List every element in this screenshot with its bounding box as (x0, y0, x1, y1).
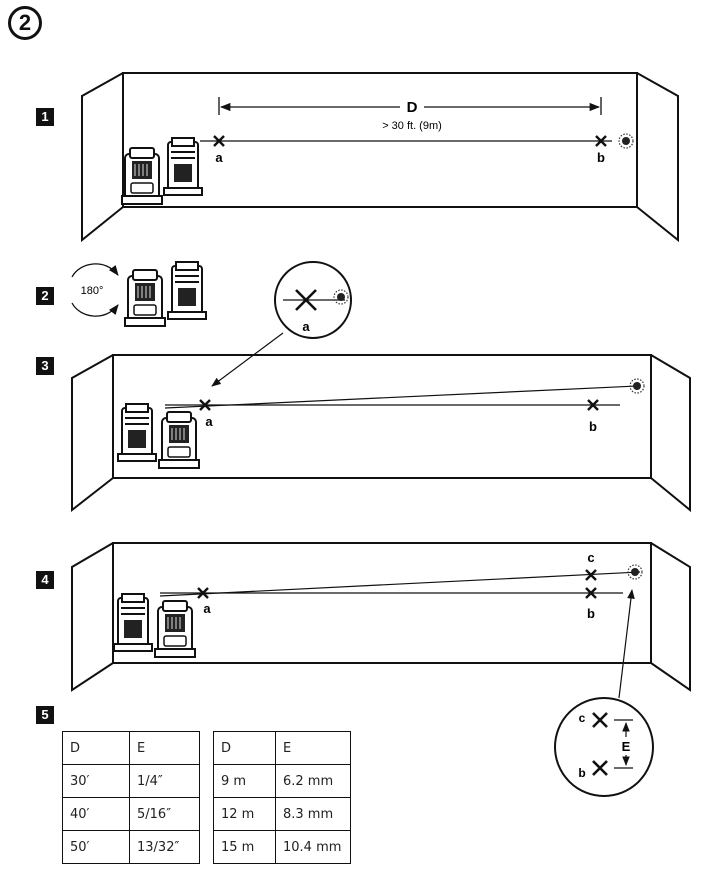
table-cell: 6.2 mm (275, 764, 351, 798)
table-row: 12 m 8.3 mm (213, 797, 351, 831)
table-row: 9 m 6.2 mm (213, 764, 351, 798)
table-cell: 15 m (213, 830, 276, 864)
callout-mark-a: a (302, 319, 310, 334)
imperial-accuracy-table: D E 30′ 1/4″ 40′ 5/16″ 50′ 13/32″ (62, 731, 200, 864)
step-1-mark-a: a (215, 150, 223, 165)
rotation-label: 180° (81, 285, 104, 297)
dimension-label-d: D (407, 99, 418, 116)
step-5-badge: 5 (36, 706, 54, 724)
step-4-mark-c: c (587, 550, 594, 565)
step-3-room (71, 261, 691, 513)
table-cell: 8.3 mm (275, 797, 351, 831)
table-row: 50′ 13/32″ (62, 830, 200, 864)
table-cell: 12 m (213, 797, 276, 831)
table-cell: 5/16″ (129, 797, 200, 831)
table-cell: 1/4″ (129, 764, 200, 798)
table-header-cell: E (129, 731, 200, 765)
table-header-row: D E (62, 731, 200, 765)
step-4-mark-a: a (203, 601, 211, 616)
table-cell: 50′ (62, 830, 130, 864)
table-cell: 10.4 mm (275, 830, 351, 864)
step-4-room (71, 542, 691, 797)
step-4-badge: 4 (36, 571, 54, 589)
metric-accuracy-table: D E 9 m 6.2 mm 12 m 8.3 mm 15 m 10.4 mm (213, 731, 351, 864)
step-1-mark-b: b (597, 150, 605, 165)
figure-number: 2 (8, 6, 42, 40)
distance-note: > 30 ft. (9m) (382, 120, 442, 132)
step-3-mark-b: b (589, 419, 597, 434)
callout-mark-b: b (578, 766, 585, 780)
table-row: 30′ 1/4″ (62, 764, 200, 798)
table-header-cell: D (62, 731, 130, 765)
table-cell: 30′ (62, 764, 130, 798)
callout-mark-c: c (579, 711, 586, 725)
step-1-badge: 1 (36, 108, 54, 126)
table-header-row: D E (213, 731, 351, 765)
table-header-cell: E (275, 731, 351, 765)
table-row: 40′ 5/16″ (62, 797, 200, 831)
error-label-e: E (622, 739, 631, 754)
step-3-mark-a: a (205, 414, 213, 429)
table-cell: 13/32″ (129, 830, 200, 864)
table-cell: 9 m (213, 764, 276, 798)
step-4-mark-b: b (587, 606, 595, 621)
step-2-rotation (71, 261, 207, 327)
step-3-badge: 3 (36, 357, 54, 375)
step-1-room (81, 72, 679, 243)
table-header-cell: D (213, 731, 276, 765)
table-cell: 40′ (62, 797, 130, 831)
table-row: 15 m 10.4 mm (213, 830, 351, 864)
step-2-badge: 2 (36, 287, 54, 305)
